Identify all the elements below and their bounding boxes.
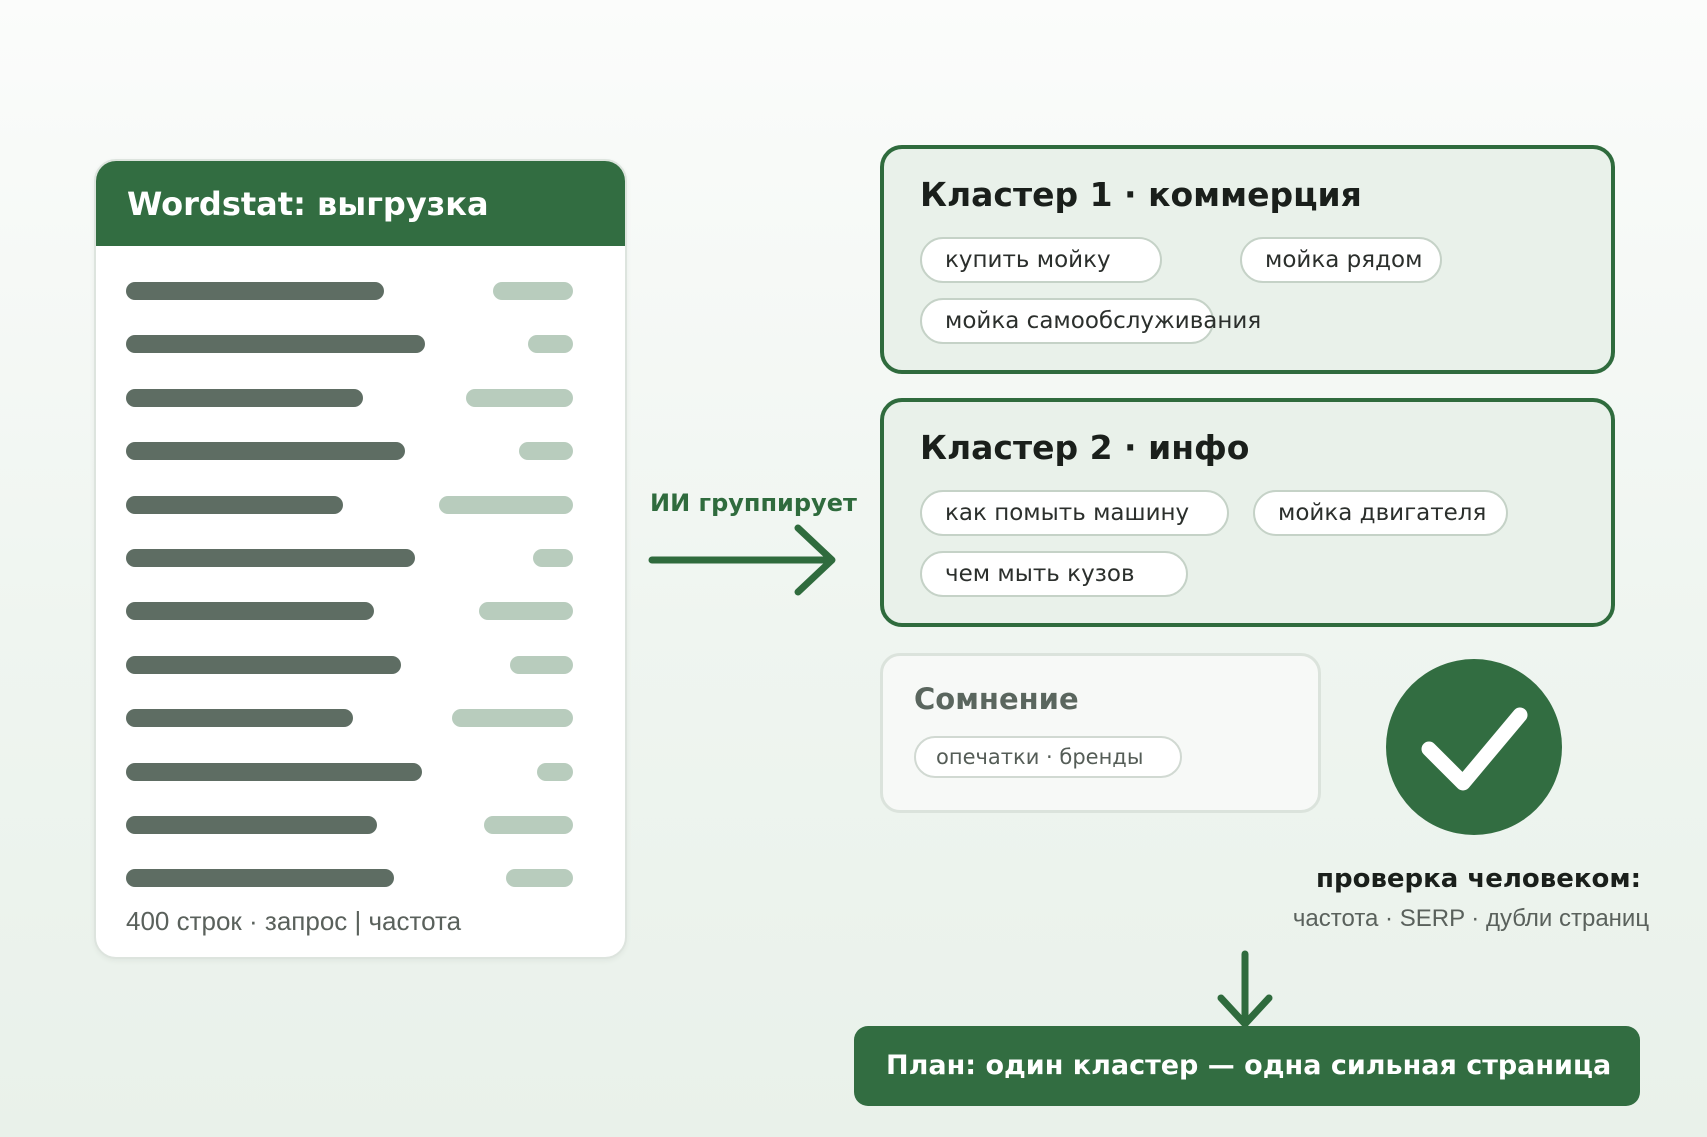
frequency-bar [466,388,573,407]
frequency-bar [452,709,573,728]
wordstat-panel: Wordstat: выгрузка 400 строк · запрос | … [94,159,627,959]
wordstat-row [126,816,573,834]
cluster-card: Кластер 1 · коммерция купить мойку мойка… [880,145,1615,374]
query-bar [126,549,415,567]
query-bar [126,869,394,888]
query-bar [126,655,401,674]
arrow-down-icon [1217,950,1273,1028]
query-bar [126,495,343,514]
wordstat-row [126,869,573,888]
plan-banner: План: один кластер — одна сильная страни… [854,1026,1640,1106]
query-bar [126,282,384,300]
wordstat-rows [96,246,625,888]
frequency-bar [479,602,573,621]
keyword-chip: чем мыть кузов [920,551,1188,597]
cluster-card: Кластер 2 · инфо как помыть машину мойка… [880,398,1615,627]
keyword-chip: мойка рядом [1240,237,1442,283]
cluster-title: Кластер 2 · инфо [920,428,1250,467]
wordstat-row [126,495,573,514]
frequency-bar [510,655,573,674]
wordstat-row [126,335,573,354]
wordstat-title: Wordstat: выгрузка [96,161,625,246]
keyword-chip: как помыть машину [920,490,1229,536]
wordstat-row [126,549,573,567]
wordstat-row [126,282,573,300]
wordstat-row [126,388,573,407]
frequency-bar [537,762,573,781]
query-bar [126,388,363,407]
doubt-title: Сомнение [914,682,1079,716]
cluster-title: Кластер 1 · коммерция [920,175,1362,214]
wordstat-row [126,442,573,461]
wordstat-row [126,762,573,781]
wordstat-footer: 400 строк · запрос | частота [126,906,462,936]
frequency-bar [439,495,573,514]
wordstat-row [126,602,573,621]
keyword-chip: мойка двигателя [1253,490,1508,536]
frequency-bar [484,816,573,834]
wordstat-row [126,655,573,674]
frequency-bar [493,282,573,300]
frequency-bar [528,335,573,354]
query-bar [126,335,425,354]
query-bar [126,442,405,461]
review-title: проверка человеком: [1316,864,1642,894]
keyword-chip: мойка самообслуживания [920,298,1261,344]
query-bar [126,816,377,834]
frequency-bar [519,442,573,461]
query-bar [126,709,353,728]
frequency-bar [506,869,573,888]
query-bar [126,762,422,781]
check-icon [1386,659,1562,835]
keyword-chip: купить мойку [920,237,1162,283]
doubt-chip: опечатки · бренды [914,736,1182,778]
review-subtitle: частота · SERP · дубли страниц [1292,905,1650,932]
arrow-label: ИИ группирует [650,489,857,517]
doubt-card: Сомнение опечатки · бренды [880,653,1321,813]
query-bar [126,602,374,621]
wordstat-row [126,709,573,728]
frequency-bar [533,549,573,567]
arrow-right-icon [648,524,836,596]
